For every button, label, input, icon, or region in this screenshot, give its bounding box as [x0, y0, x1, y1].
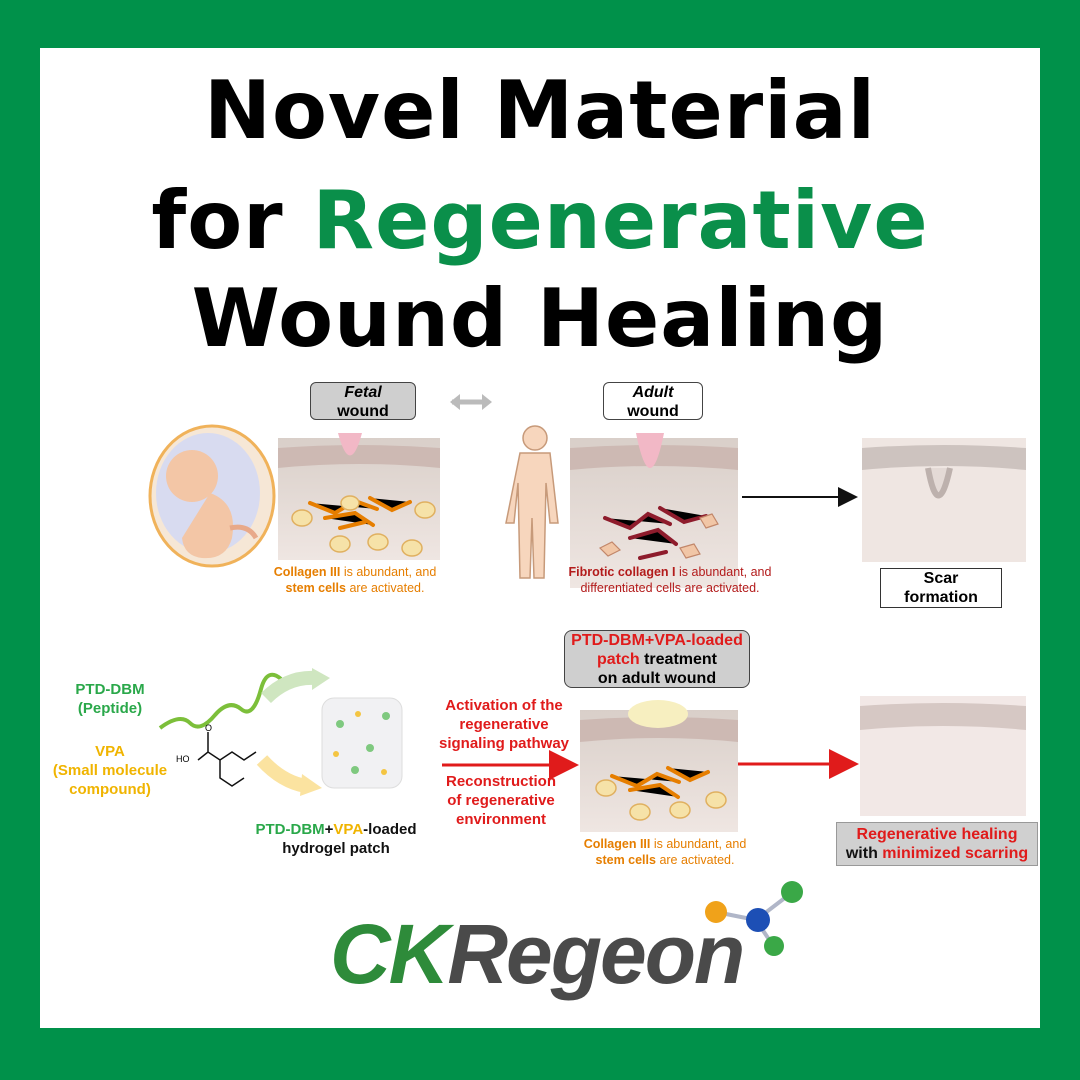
yellow-curved-arrow — [256, 755, 308, 793]
patch-label-c: VPA — [333, 821, 364, 838]
activation-line-2: regenerative — [459, 716, 549, 733]
reconstruction-line-2: of regenerative — [447, 792, 555, 809]
o-label: O — [205, 723, 213, 733]
adult-caption-b: is abundant, and — [675, 565, 772, 579]
fetal-caption-d: are activated. — [345, 581, 425, 595]
title-line-3: Wound Healing — [191, 272, 889, 365]
ckregeon-logo: CKRegeon — [330, 906, 745, 1002]
treatment-box-c: treatment — [639, 651, 718, 668]
ptd-dbm-label: PTD-DBM (Peptide) — [60, 680, 160, 718]
logo-regeon: Regeon — [447, 907, 745, 1001]
treatment-box-a: PTD-DBM+VPA-loaded — [571, 632, 743, 649]
hydrogel-patch — [321, 697, 403, 789]
activation-label: Activation of the regenerative signaling… — [424, 696, 584, 753]
adult-box-line-2: wound — [627, 403, 679, 420]
treated-caption-d: are activated. — [655, 853, 735, 867]
treated-caption-b: is abundant, and — [650, 837, 747, 851]
poster-card: Novel Material for Regenerative Wound He… — [40, 48, 1040, 1028]
adult-skin-panel — [570, 433, 738, 588]
treated-caption: Collagen III is abundant, and stem cells… — [560, 836, 770, 868]
scar-box-line-2: formation — [904, 589, 978, 606]
treated-caption-c: stem cells — [595, 853, 656, 867]
scar-box-line-1: Scar — [923, 570, 959, 587]
ptd-label-line-1: PTD-DBM — [75, 681, 145, 698]
fetus-illustration — [148, 424, 276, 568]
adult-wound-box: Adult wound — [603, 382, 703, 420]
scar-formation-box: Scar formation — [880, 568, 1002, 608]
logo-ck: CK — [330, 907, 449, 1001]
vpa-label-line-3: compound) — [69, 781, 151, 798]
fetal-caption-c: stem cells — [285, 581, 346, 595]
patch-label-b: + — [324, 821, 334, 838]
result-box-line-1: Regenerative healing — [856, 826, 1018, 843]
logo-molecule-icon — [705, 881, 803, 956]
hydrogel-patch-label: PTD-DBM+VPA-loaded hydrogel patch — [236, 820, 436, 858]
peptide-strand — [158, 672, 283, 730]
title-line-2: for Regenerative — [40, 176, 1040, 266]
ho-label: HO — [176, 754, 190, 764]
adult-box-line-1: Adult — [632, 384, 674, 401]
adult-caption: Fibrotic collagen I is abundant, and dif… — [540, 564, 800, 596]
reconstruction-line-1: Reconstruction — [445, 773, 556, 790]
healed-skin-panel — [860, 696, 1026, 816]
green-curved-arrow — [261, 670, 317, 704]
fetal-skin-panel — [278, 433, 440, 560]
vpa-label: VPA (Small molecule compound) — [40, 742, 180, 799]
title-accent: Regenerative — [312, 174, 929, 267]
fetal-caption: Collagen III is abundant, and stem cells… — [250, 564, 460, 596]
treated-skin-panel — [580, 700, 738, 832]
patch-label-d: -loaded — [363, 821, 417, 838]
treatment-box-line-3: on adult wound — [597, 670, 717, 687]
fetal-caption-b: is abundant, and — [340, 565, 437, 579]
adult-caption-a: Fibrotic collagen I — [568, 565, 676, 579]
scar-skin-panel — [862, 438, 1026, 562]
reconstruction-line-3: environment — [455, 811, 546, 828]
result-box-line-2a: with — [845, 845, 883, 862]
fetal-box-line-1: Fetal — [344, 384, 382, 401]
treated-caption-a: Collagen III — [583, 837, 651, 851]
title-line-1: Novel Material — [204, 64, 876, 157]
ptd-label-line-2: (Peptide) — [77, 700, 143, 717]
vpa-label-line-1: VPA — [95, 743, 125, 760]
regenerative-healing-box: Regenerative healing with minimized scar… — [836, 822, 1038, 866]
vpa-label-line-2: (Small molecule — [52, 762, 168, 779]
treatment-box: PTD-DBM+VPA-loaded patch treatment on ad… — [564, 630, 750, 688]
fetal-wound-box: Fetal wound — [310, 382, 416, 420]
reconstruction-label: Reconstruction of regenerative environme… — [426, 772, 576, 829]
fetal-box-line-2: wound — [337, 403, 389, 420]
activation-line-1: Activation of the — [445, 697, 563, 714]
adult-silhouette — [505, 425, 559, 579]
diagram-illustration — [148, 394, 1026, 956]
adult-caption-c: differentiated cells are activated. — [580, 581, 760, 595]
title-line-2-prefix: for — [151, 174, 313, 267]
fetal-caption-a: Collagen III — [273, 565, 341, 579]
patch-label-line-2: hydrogel patch — [282, 840, 390, 857]
patch-label-a: PTD-DBM — [255, 821, 325, 838]
result-box-line-2b: minimized scarring — [882, 845, 1029, 862]
vpa-molecule — [197, 732, 257, 787]
activation-line-3: signaling pathway — [438, 735, 570, 752]
treatment-box-b: patch — [596, 651, 640, 668]
